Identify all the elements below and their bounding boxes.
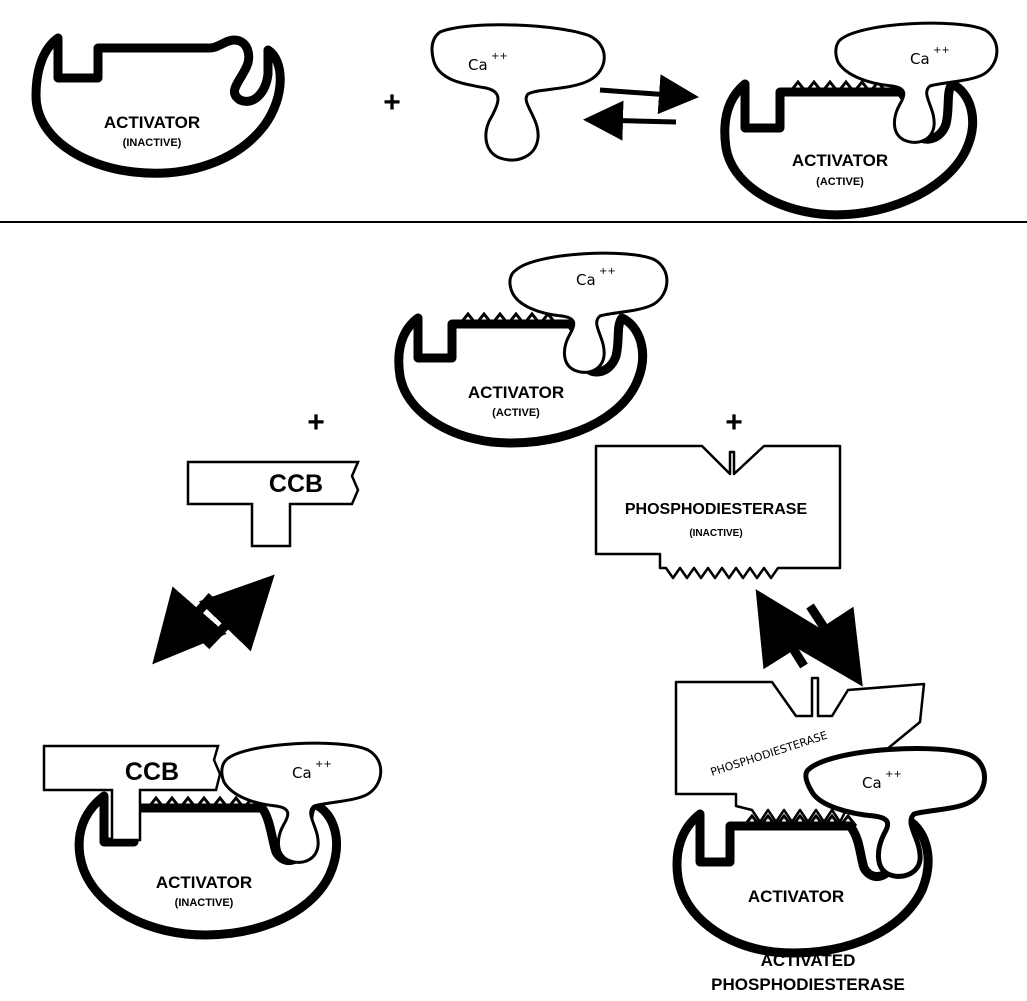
plus-sign-right: + [725,406,743,439]
activated-caption-line2: PHOSPHODIESTERASE [711,975,905,994]
plus-sign: + [383,86,401,119]
activator-label: ACTIVATOR [156,873,252,892]
phosphodiesterase-label: PHOSPHODIESTERASE [625,501,808,518]
ccb-molecule: CCB [186,460,360,548]
ca-charge-label: ++ [599,266,616,277]
ca-charge-label: ++ [933,45,950,56]
ca-charge-label: ++ [885,769,902,780]
activator-inactive-top: ACTIVATOR (INACTIVE) [31,33,285,178]
ca-ion-label: Ca [468,56,488,74]
ca-ion-label: Ca [576,271,596,289]
ca-ion-label: Ca [292,764,312,782]
ca-charge-label: ++ [315,759,332,770]
enzyme-state-label: (INACTIVE) [689,528,742,539]
ccb-activator-complex: CCB Ca ++ ACTIVATOR (INACTIVE) [42,741,383,940]
equilibrium-arrows-top [583,74,699,141]
activator-state-label: (ACTIVE) [492,407,540,419]
plus-sign-left: + [307,406,325,439]
activator-state-label: (INACTIVE) [175,897,234,909]
ca-ion-label: Ca [862,774,882,792]
activator-active-center: Ca ++ ACTIVATOR (ACTIVE) [394,251,669,448]
ccb-label: CCB [269,470,323,498]
calcium-ion-top: Ca ++ [430,23,606,162]
activator-state-label: (ACTIVE) [816,176,864,188]
activated-phosphodiesterase-complex: PHOSPHODIESTERASE Ca ++ ACTIVATOR ACTIVA… [672,676,987,994]
activator-active-top: Ca ++ ACTIVATOR (ACTIVE) [720,21,999,220]
ca-charge-label: ++ [491,51,508,62]
activator-label: ACTIVATOR [104,113,200,132]
ccb-label: CCB [125,758,179,786]
phosphodiesterase-inactive: PHOSPHODIESTERASE (INACTIVE) [594,444,842,580]
activator-state-label: (INACTIVE) [123,137,182,149]
equilibrium-arrows-left [152,574,275,665]
activated-caption-line1: ACTIVATED [761,951,856,970]
equilibrium-arrows-right [755,589,863,687]
activator-label: ACTIVATOR [792,151,888,170]
ca-ion-label: Ca [910,50,930,68]
activator-label: ACTIVATOR [748,887,844,906]
activator-label: ACTIVATOR [468,383,564,402]
